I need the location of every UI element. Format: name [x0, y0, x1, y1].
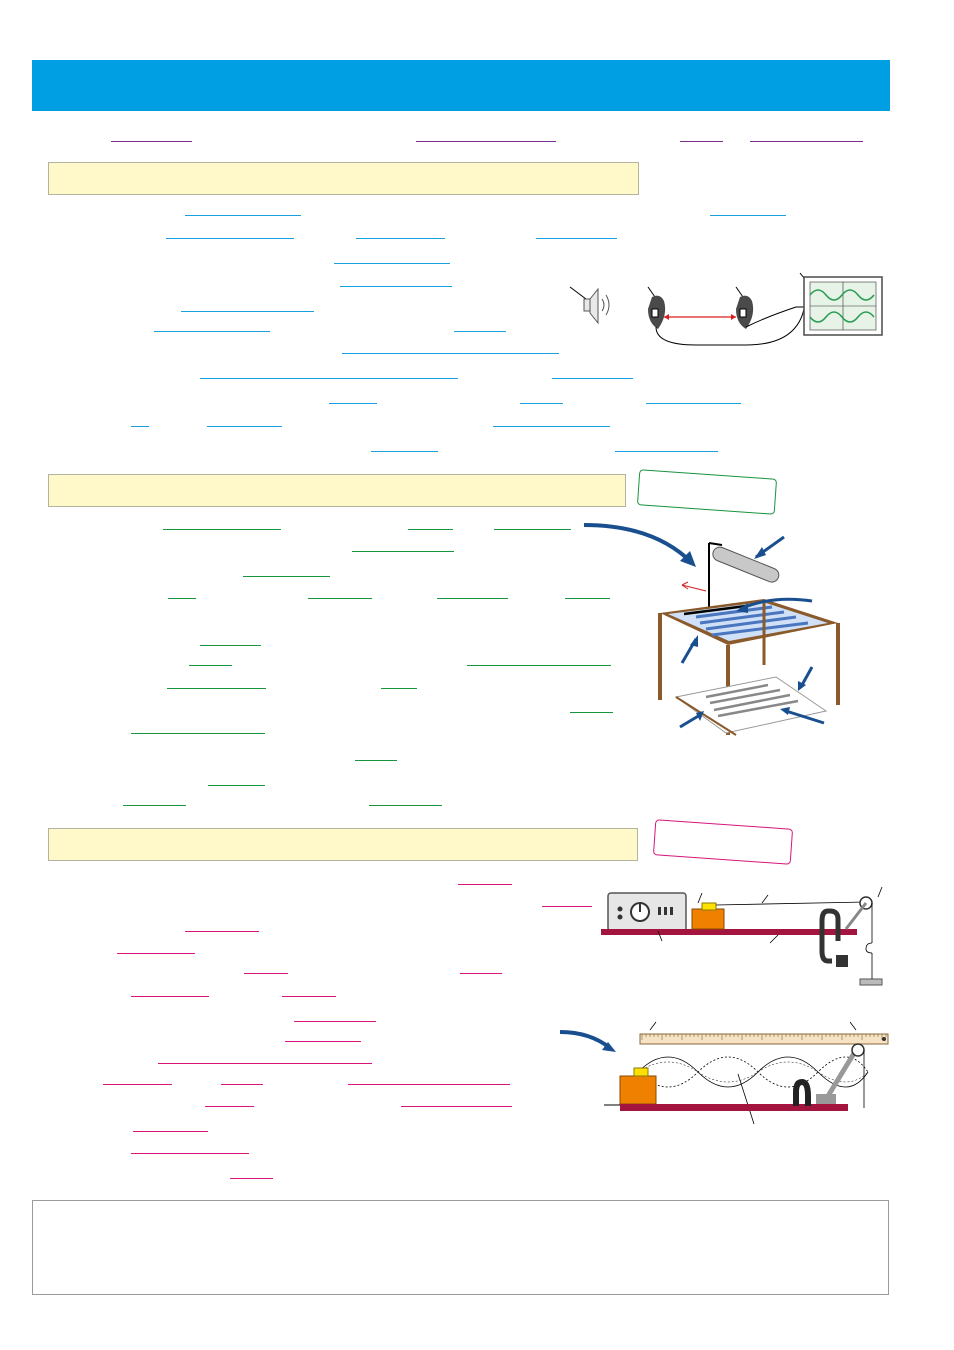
fill-in-blank[interactable] [123, 805, 186, 806]
fill-in-blank[interactable] [329, 403, 377, 404]
fill-in-blank[interactable] [207, 426, 282, 427]
vibration-generator-icon [691, 892, 725, 930]
fill-in-blank[interactable] [369, 805, 442, 806]
fill-in-blank[interactable] [167, 688, 266, 689]
fill-in-blank[interactable] [710, 215, 786, 216]
fill-in-blank[interactable] [131, 426, 149, 427]
section-heading-water-waves [48, 474, 626, 507]
fill-in-blank[interactable] [205, 1106, 254, 1107]
microphone-icon [647, 286, 666, 329]
fill-in-blank[interactable] [342, 353, 559, 354]
fill-in-blank[interactable] [294, 1021, 376, 1022]
fill-in-blank[interactable] [221, 1084, 263, 1085]
fill-in-blank[interactable] [615, 451, 718, 452]
fill-in-blank[interactable] [355, 760, 397, 761]
fill-in-blank[interactable] [646, 403, 741, 404]
sound-speed-diagram [569, 272, 883, 346]
bench [601, 929, 857, 935]
clamp-icon [819, 908, 848, 967]
fill-in-blank[interactable] [103, 1084, 172, 1085]
section-heading-waves-on-string [48, 828, 638, 861]
fill-in-blank[interactable] [230, 1178, 273, 1179]
fill-in-blank[interactable] [334, 263, 450, 264]
fill-in-blank[interactable] [570, 712, 613, 713]
string-apparatus-diagram [601, 886, 883, 986]
fill-in-blank[interactable] [285, 1041, 361, 1042]
fill-in-blank[interactable] [467, 665, 611, 666]
section-heading-sound-waves [48, 162, 639, 195]
clamp-icon [793, 1078, 836, 1106]
fill-in-blank[interactable] [308, 598, 372, 599]
lamp-icon [708, 542, 780, 615]
fill-in-blank[interactable] [208, 785, 265, 786]
fill-in-blank[interactable] [416, 141, 556, 142]
fill-in-blank[interactable] [163, 529, 281, 530]
section-tag-magenta [652, 819, 794, 865]
fill-in-blank[interactable] [542, 906, 592, 907]
fill-in-blank[interactable] [750, 141, 863, 142]
fill-in-blank[interactable] [131, 733, 265, 734]
fill-in-blank[interactable] [520, 403, 563, 404]
fill-in-blank[interactable] [243, 576, 330, 577]
fill-in-blank[interactable] [536, 238, 617, 239]
fill-in-blank[interactable] [408, 529, 453, 530]
fill-in-blank[interactable] [381, 688, 417, 689]
fill-in-blank[interactable] [133, 1131, 208, 1132]
fill-in-blank[interactable] [181, 311, 314, 312]
fill-in-blank[interactable] [494, 529, 571, 530]
fill-in-blank[interactable] [131, 996, 209, 997]
pulley-icon [825, 1043, 865, 1108]
fill-in-blank[interactable] [185, 215, 301, 216]
fill-in-blank[interactable] [154, 331, 270, 332]
fill-in-blank[interactable] [117, 953, 195, 954]
metre-rule-icon [639, 1021, 889, 1045]
fill-in-blank[interactable] [493, 426, 610, 427]
vibration-generator-icon [619, 1067, 657, 1105]
fill-in-blank[interactable] [352, 551, 454, 552]
fill-in-blank[interactable] [200, 378, 458, 379]
fill-in-blank[interactable] [401, 1106, 512, 1107]
fill-in-blank[interactable] [552, 378, 633, 379]
fill-in-blank[interactable] [282, 996, 336, 997]
oscilloscope-icon [799, 272, 883, 336]
fill-in-blank[interactable] [166, 238, 294, 239]
fill-in-blank[interactable] [340, 286, 452, 287]
ripple-tank-diagram [583, 523, 840, 736]
fill-in-blank[interactable] [680, 141, 723, 142]
note-box [32, 1200, 889, 1295]
fill-in-blank[interactable] [460, 973, 502, 974]
signal-generator-icon [607, 892, 687, 932]
fill-in-blank[interactable] [168, 598, 196, 599]
title-banner [32, 60, 890, 111]
pulley-icon [844, 886, 883, 986]
speaker-icon [569, 286, 610, 325]
fill-in-blank[interactable] [437, 598, 508, 599]
fill-in-blank[interactable] [356, 238, 445, 239]
fill-in-blank[interactable] [454, 331, 506, 332]
standing-wave-diagram [559, 1021, 889, 1125]
fill-in-blank[interactable] [371, 451, 438, 452]
fill-in-blank[interactable] [185, 931, 259, 932]
fill-in-blank[interactable] [348, 1084, 510, 1085]
fill-in-blank[interactable] [131, 1153, 249, 1154]
fill-in-blank[interactable] [200, 645, 261, 646]
fill-in-blank[interactable] [111, 141, 192, 142]
fill-in-blank[interactable] [565, 598, 610, 599]
microphone-icon [735, 286, 754, 329]
fill-in-blank[interactable] [158, 1063, 372, 1064]
fill-in-blank[interactable] [189, 665, 232, 666]
fill-in-blank[interactable] [458, 884, 512, 885]
fill-in-blank[interactable] [244, 973, 288, 974]
section-tag-green [636, 469, 778, 515]
